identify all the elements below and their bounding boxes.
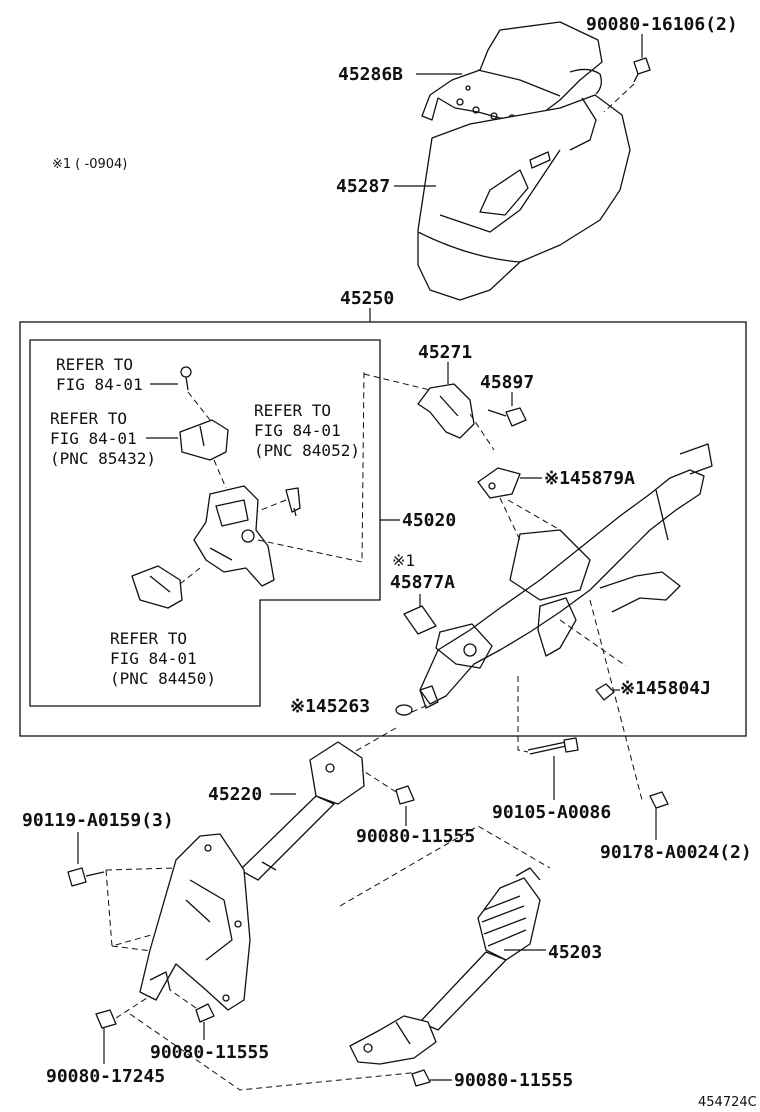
column-cover-upper — [421, 21, 603, 122]
label-45020: 45020 — [402, 510, 456, 531]
bolt-90080-11555-a — [361, 769, 415, 805]
label-45877A: 45877A — [390, 572, 455, 593]
ref2-line2: FIG 84-01 — [50, 429, 137, 448]
bolt-90080-11555-c — [411, 1069, 431, 1087]
nut-90178-A0024 — [649, 791, 669, 809]
ref4-line3: (PNC 84450) — [110, 669, 216, 688]
switch-pin — [255, 487, 301, 517]
label-45897: 45897 — [480, 372, 534, 393]
diagram-id: 454724C — [698, 1095, 757, 1110]
intermediate-shaft-45220 — [239, 741, 365, 881]
label-45879A: ※145879A — [544, 468, 635, 489]
label-45250: 45250 — [340, 288, 394, 309]
ref3-line3: (PNC 84052) — [254, 441, 360, 460]
ring-45263 — [395, 703, 431, 716]
sleeve-45877A — [403, 605, 437, 635]
bolt-90105-A0086 — [517, 676, 579, 755]
key-cylinder — [131, 565, 201, 609]
nut-90080-17245 — [95, 995, 151, 1029]
lock-assy-frame — [29, 339, 381, 707]
plate-45879A — [477, 467, 561, 541]
label-90080-17245: 90080-17245 — [46, 1066, 165, 1087]
label-45271: 45271 — [418, 342, 472, 363]
steering-column-45250 — [419, 443, 713, 801]
column-cover-lower — [417, 94, 631, 301]
label-45263: ※145263 — [290, 696, 370, 717]
switch-sensor — [179, 419, 229, 489]
label-90080-11555-b: 90080-11555 — [150, 1042, 269, 1063]
lock-screw — [180, 366, 211, 421]
label-90178-A0024: 90178-A0024(2) — [600, 842, 752, 863]
label-45220: 45220 — [208, 784, 262, 805]
bracket-45271 — [363, 373, 495, 451]
ref3-line2: FIG 84-01 — [254, 421, 341, 440]
label-45804J: ※145804J — [620, 678, 711, 699]
steering-lock-body — [193, 369, 365, 587]
cover-plate — [139, 833, 251, 1011]
bolt-90080-11555-b — [169, 989, 215, 1023]
ref3-line1: REFER TO — [254, 401, 331, 420]
label-90105-A0086: 90105-A0086 — [492, 802, 611, 823]
ref2-line3: (PNC 85432) — [50, 449, 156, 468]
label-90080-11555-c: 90080-11555 — [454, 1070, 573, 1091]
label-45286B: 45286B — [338, 64, 403, 85]
ref1-line1: REFER TO — [56, 355, 133, 374]
label-90119-A0159: 90119-A0159(3) — [22, 810, 174, 831]
ref4-line1: REFER TO — [110, 629, 187, 648]
ref4-line2: FIG 84-01 — [110, 649, 197, 668]
label-90080-16106: 90080-16106(2) — [586, 14, 738, 35]
label-90080-11555-a: 90080-11555 — [356, 826, 475, 847]
label-45287: 45287 — [336, 176, 390, 197]
applicability-note: ※1 ( -0904) — [52, 157, 127, 172]
label-45877A-mark: ※1 — [392, 551, 415, 570]
ref1-line2: FIG 84-01 — [56, 375, 143, 394]
screw-90080-16106 — [603, 57, 651, 113]
lower-shaft-45203 — [349, 867, 541, 1065]
ref2-line1: REFER TO — [50, 409, 127, 428]
label-45203: 45203 — [548, 942, 602, 963]
bolt-45897 — [487, 407, 527, 427]
nut-45804J — [595, 683, 615, 701]
